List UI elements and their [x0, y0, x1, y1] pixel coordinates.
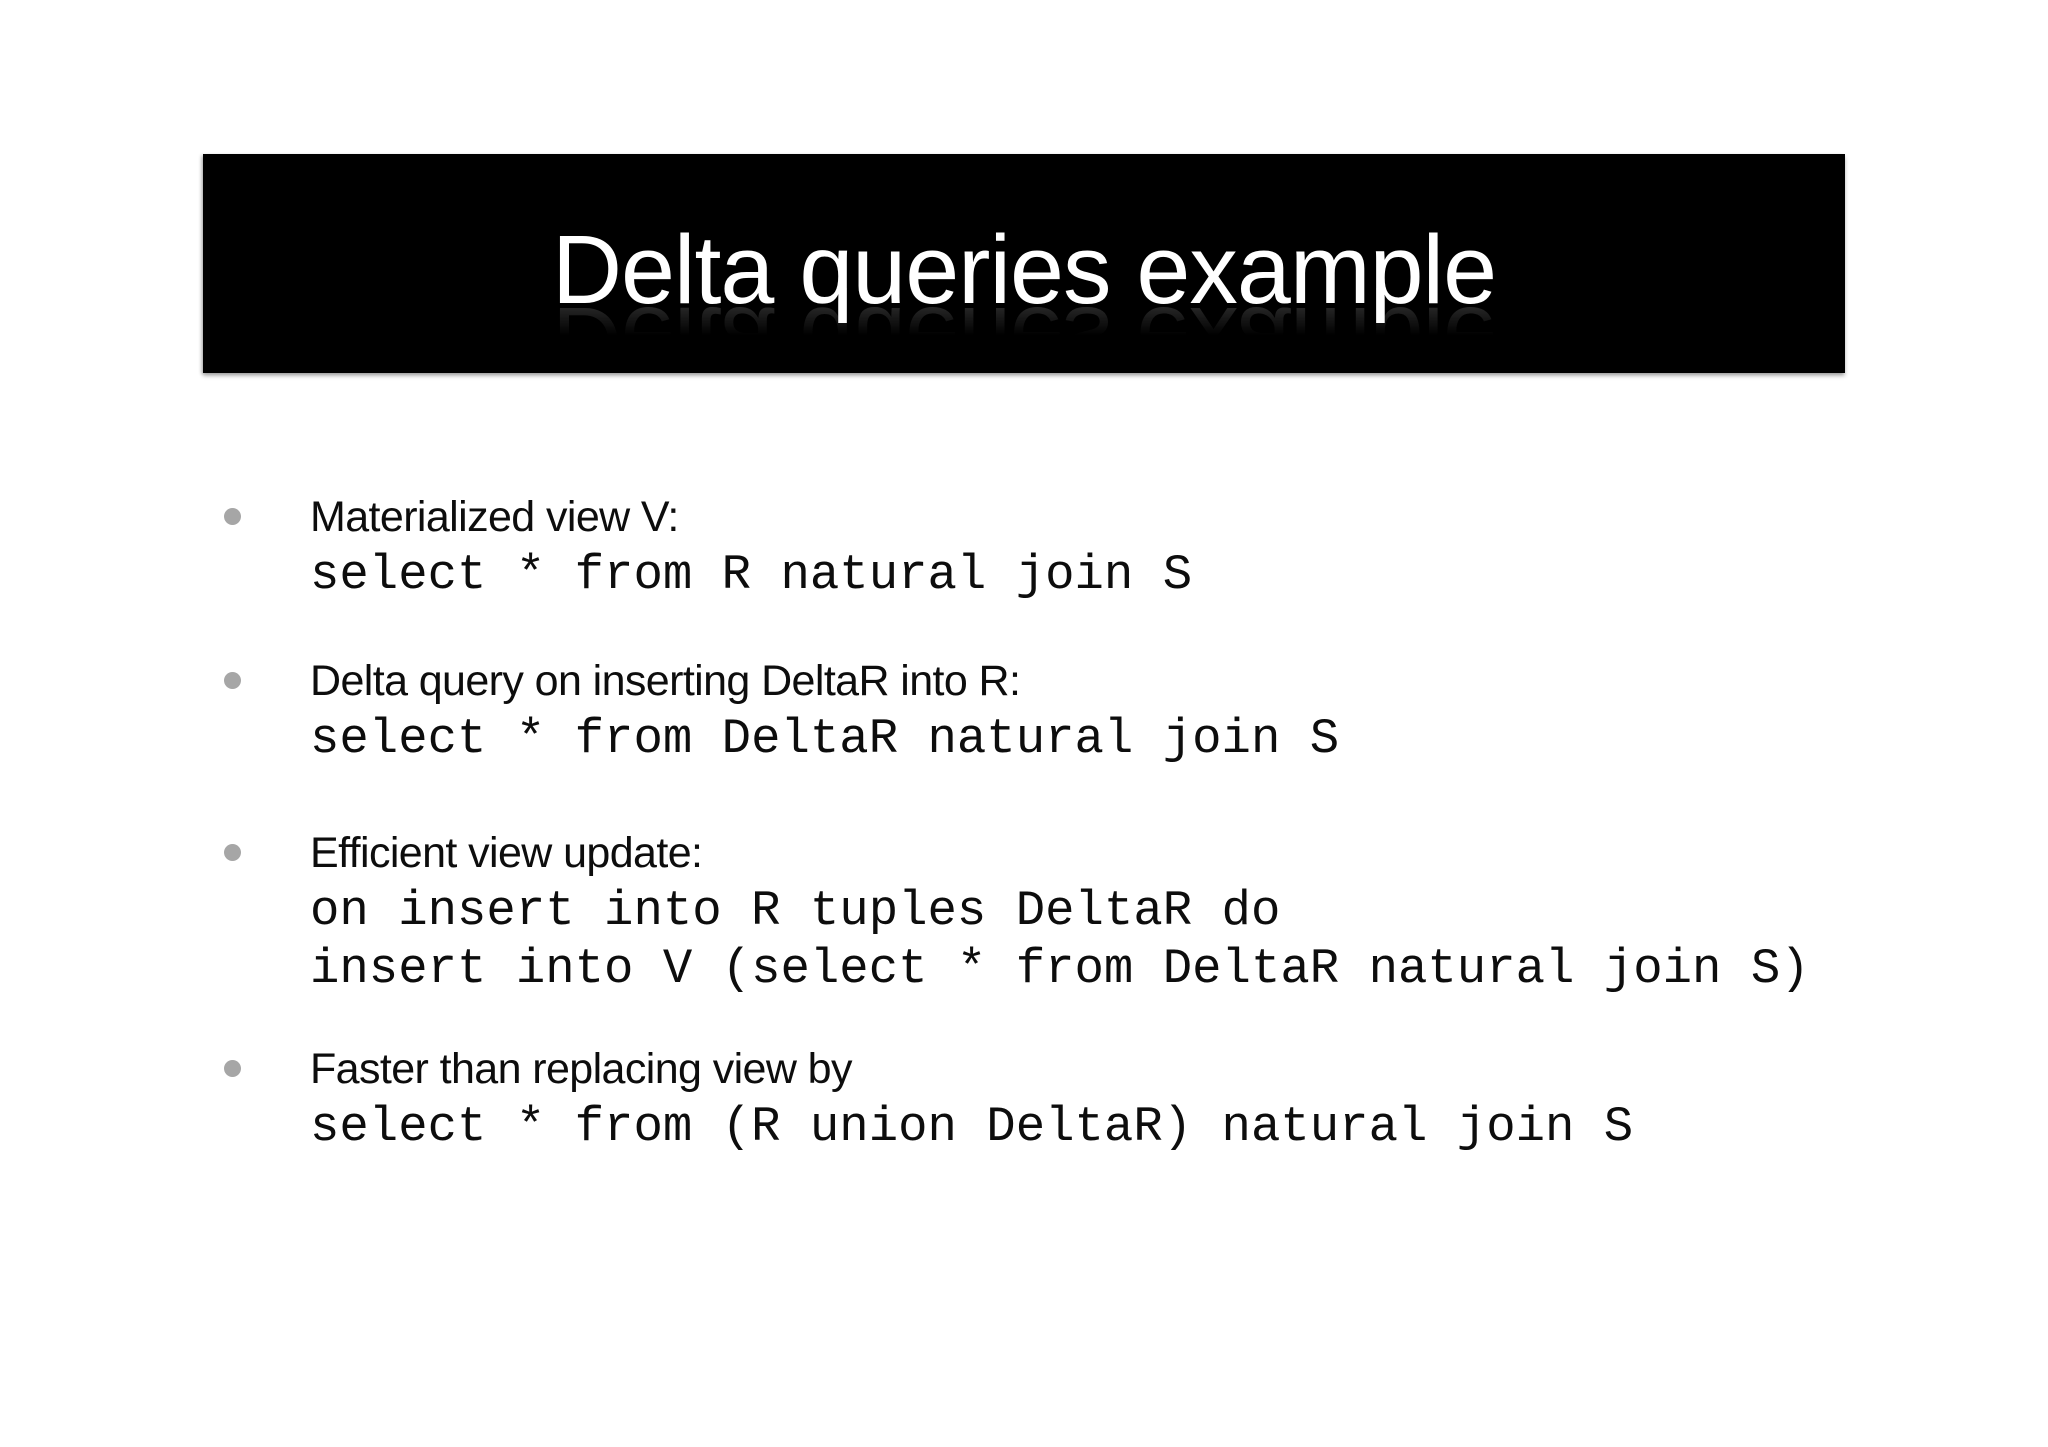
- slide-title: Delta queries example: [551, 214, 1497, 324]
- bullet-dot: [224, 1060, 241, 1077]
- code-line: select * from R natural join S: [310, 547, 1193, 603]
- bullet-label: Materialized view V:: [310, 493, 679, 541]
- bullet-dot: [224, 508, 241, 525]
- title-bar: Delta queries example: [203, 154, 1845, 373]
- bullet-item-materialized-view: Materialized view V: select * from R nat…: [224, 488, 1810, 604]
- bullet-list: Materialized view V: select * from R nat…: [224, 488, 1810, 1156]
- code-line: select * from (R union DeltaR) natural j…: [310, 1099, 1634, 1155]
- bullet-item-faster-than-replace: Faster than replacing view by select * f…: [224, 1040, 1810, 1156]
- code-line: insert into V (select * from DeltaR natu…: [310, 941, 1810, 997]
- bullet-dot: [224, 672, 241, 689]
- bullet-item-delta-query: Delta query on inserting DeltaR into R: …: [224, 652, 1810, 768]
- bullet-label: Faster than replacing view by: [310, 1045, 852, 1093]
- code-line: on insert into R tuples DeltaR do: [310, 883, 1281, 939]
- code-line: select * from DeltaR natural join S: [310, 711, 1340, 767]
- bullet-label: Delta query on inserting DeltaR into R:: [310, 657, 1021, 705]
- bullet-label: Efficient view update:: [310, 829, 703, 877]
- bullet-item-efficient-update: Efficient view update: on insert into R …: [224, 824, 1810, 998]
- bullet-dot: [224, 844, 241, 861]
